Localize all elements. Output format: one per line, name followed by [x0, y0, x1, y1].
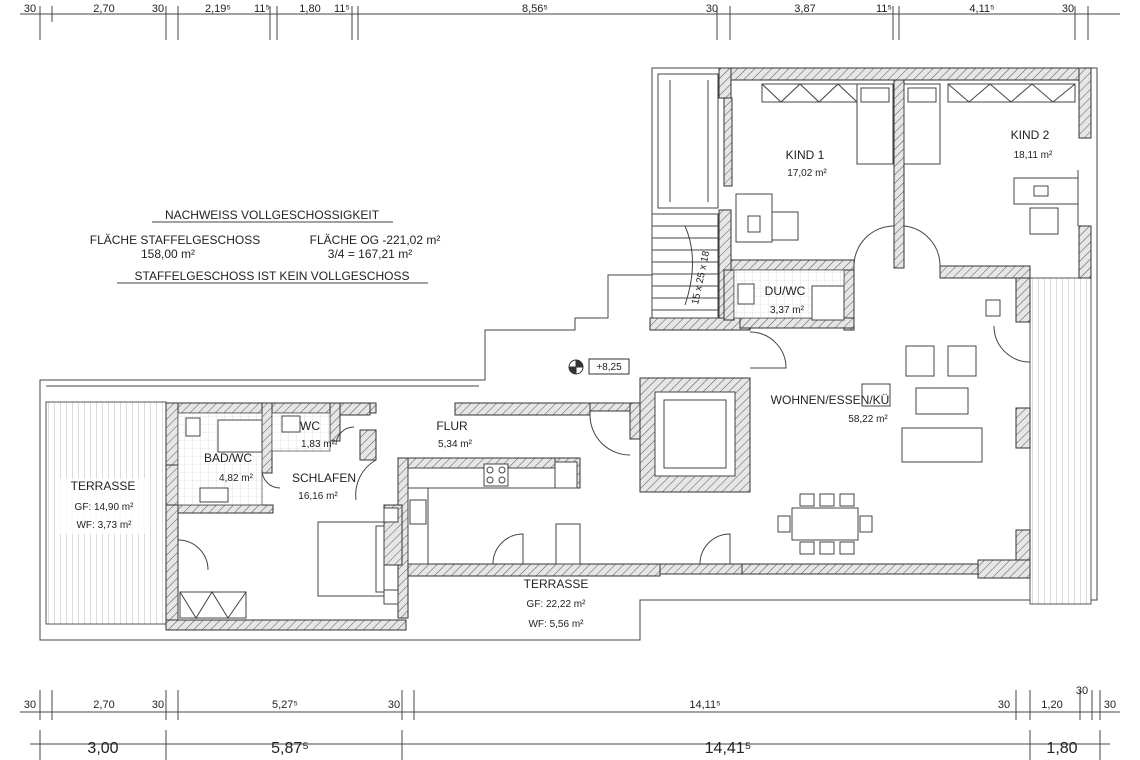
dim-total-2: 5,87⁵ [271, 740, 309, 757]
dim-top-8: 8,56⁵ [522, 3, 548, 15]
dim-top-2: 2,70 [93, 3, 114, 15]
dim-total-3: 14,41⁵ [705, 740, 752, 757]
terrace-west-name: TERRASSE [71, 479, 136, 493]
room-flur-name: FLUR [436, 419, 468, 433]
dim-top-13: 30 [1062, 3, 1074, 15]
terrace-west-wf: WF: 3,73 m² [76, 520, 132, 531]
dim-bottom-7: 30 [998, 699, 1010, 711]
note-col1-value: 158,00 m² [141, 247, 195, 261]
dim-bottom-1: 30 [24, 699, 36, 711]
dim-top-9: 30 [706, 3, 718, 15]
dim-top-7: 11⁵ [334, 3, 350, 15]
note-title: NACHWEISS VOLLGESCHOSSIGKEIT [165, 208, 380, 222]
room-schlafen-area: 16,16 m² [298, 491, 338, 502]
dim-bottom-2: 2,70 [93, 699, 114, 711]
note-col2-value: 3/4 = 167,21 m² [328, 247, 412, 261]
dim-total-4: 1,80 [1046, 740, 1077, 757]
dim-top-12: 4,11⁵ [969, 3, 994, 15]
room-kind2-name: KIND 2 [1011, 128, 1050, 142]
void-area [657, 73, 719, 209]
terrace-south-name: TERRASSE [524, 577, 589, 591]
dim-top-1: 30 [24, 3, 36, 15]
dim-top-3: 30 [152, 3, 164, 15]
dim-top-5: 11⁵ [254, 3, 270, 15]
room-badwc-name: BAD/WC [204, 451, 252, 465]
dim-top-11: 11⁵ [876, 3, 892, 15]
dim-bottom-9: 30 [1076, 685, 1088, 697]
dim-bottom-10: 30 [1104, 699, 1116, 711]
room-labels: KIND 1 17,02 m² KIND 2 18,11 m² DU/WC 3,… [60, 128, 1053, 630]
note-conclusion: STAFFELGESCHOSS IST KEIN VOLLGESCHOSS [135, 269, 410, 283]
dim-bottom-8: 1,20 [1041, 699, 1062, 711]
level-mark: +8,25 [568, 358, 630, 375]
room-wc-name: WC [300, 419, 320, 433]
room-kind2-area: 18,11 m² [1014, 150, 1053, 161]
room-wohnen-area: 58,22 m² [848, 414, 888, 425]
note-col2-label: FLÄCHE OG -221,02 m² [310, 233, 441, 247]
room-schlafen-name: SCHLAFEN [292, 471, 356, 485]
room-flur-area: 5,34 m² [438, 439, 473, 450]
dim-top-6: 1,80 [299, 3, 320, 15]
dim-total-1: 3,00 [87, 740, 118, 757]
room-duwc-area: 3,37 m² [770, 305, 805, 316]
room-duwc-name: DU/WC [765, 284, 806, 298]
door-swings [177, 225, 1031, 571]
dim-bottom-4: 5,27⁵ [272, 699, 298, 711]
bottom-dimension-line: 30 2,70 30 5,27⁵ 30 14,11⁵ 30 1,20 30 30 [20, 685, 1120, 720]
dim-top-10: 3,87 [794, 3, 815, 15]
room-kind1-name: KIND 1 [786, 148, 825, 162]
room-kind1-area: 17,02 m² [787, 168, 827, 179]
total-dimension-line: 3,00 5,87⁵ 14,41⁵ 1,80 [30, 730, 1110, 760]
dim-bottom-3: 30 [152, 699, 164, 711]
room-wohnen-name: WOHNEN/ESSEN/KÜ [771, 393, 890, 407]
level-mark-label: +8,25 [596, 362, 622, 373]
cupboards [179, 83, 1076, 619]
terrace-south-gf: GF: 22,22 m² [527, 599, 587, 610]
terrace-south-wf: WF: 5,56 m² [528, 619, 584, 630]
terrace-west-gf: GF: 14,90 m² [75, 502, 135, 513]
top-dimension-line: 30 2,70 30 2,19⁵ 11⁵ 1,80 11⁵ 8,56⁵ 30 3… [20, 3, 1120, 40]
note-col1-label: FLÄCHE STAFFELGESCHOSS [90, 233, 260, 247]
dim-top-4: 2,19⁵ [205, 3, 231, 15]
area-note: NACHWEISS VOLLGESCHOSSIGKEIT FLÄCHE STAF… [90, 208, 441, 284]
dim-bottom-5: 30 [388, 699, 400, 711]
furniture [185, 83, 1079, 605]
dim-bottom-6: 14,11⁵ [689, 699, 720, 711]
room-wc-area: 1,83 m² [301, 439, 336, 450]
room-badwc-area: 4,82 m² [219, 473, 254, 484]
staircase: 15 x 25 x 18 [651, 213, 719, 319]
terrace-east-deck [1029, 277, 1092, 605]
walls [165, 67, 1092, 631]
